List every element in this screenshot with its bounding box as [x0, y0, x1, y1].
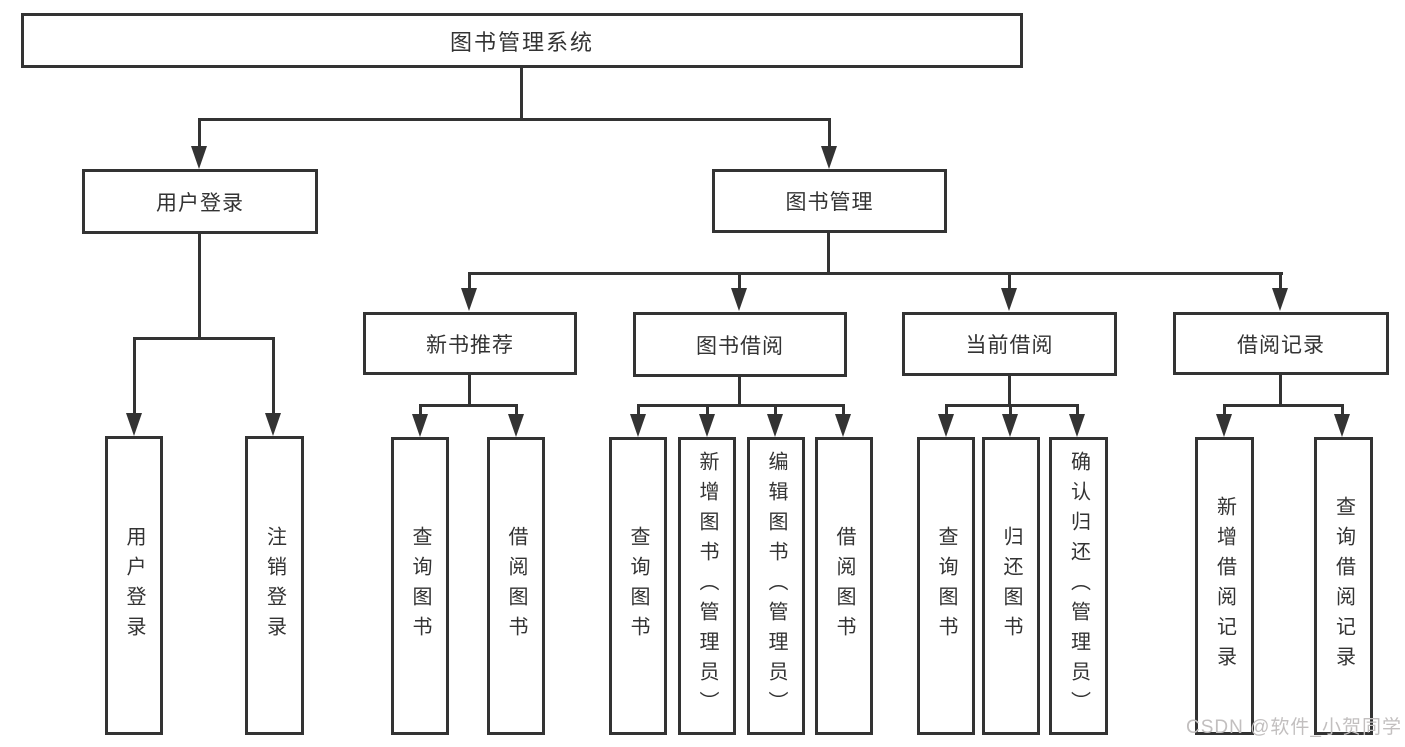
connector-line: [945, 404, 1079, 407]
connector-line: [133, 337, 136, 415]
connector-line: [738, 374, 741, 407]
node-root-library-system: 图书管理系统: [21, 13, 1023, 68]
connector-line: [842, 404, 845, 417]
connector-line: [827, 232, 830, 275]
connector-line: [774, 404, 777, 417]
leaf-query-books-2: 查询图书: [609, 437, 667, 735]
arrowhead-down-icon: [699, 414, 715, 437]
connector-line: [1223, 404, 1226, 417]
arrowhead-down-icon: [1334, 414, 1350, 437]
leaf-query-books-1: 查询图书: [391, 437, 449, 735]
arrowhead-down-icon: [1216, 414, 1232, 437]
arrowhead-down-icon: [126, 413, 142, 436]
connector-line: [198, 118, 201, 148]
leaf-borrow-books-2: 借阅图书: [815, 437, 873, 735]
leaf-add-borrow-record: 新增借阅记录: [1195, 437, 1254, 735]
connector-line: [1076, 404, 1079, 417]
connector-line: [1223, 404, 1344, 407]
connector-line: [637, 404, 845, 407]
connector-line: [419, 404, 422, 417]
leaf-return-book: 归还图书: [982, 437, 1040, 735]
arrowhead-down-icon: [1272, 288, 1288, 311]
arrowhead-down-icon: [767, 414, 783, 437]
connector-line: [198, 118, 831, 121]
arrowhead-down-icon: [461, 288, 477, 311]
arrowhead-down-icon: [938, 414, 954, 437]
arrowhead-down-icon: [821, 146, 837, 169]
node-new-book-recommend: 新书推荐: [363, 312, 577, 375]
connector-line: [945, 404, 948, 417]
node-book-borrow: 图书借阅: [633, 312, 847, 377]
node-book-management: 图书管理: [712, 169, 947, 233]
arrowhead-down-icon: [191, 146, 207, 169]
leaf-add-book-admin: 新增图书（管理员）: [678, 437, 736, 735]
connector-line: [1009, 404, 1012, 417]
arrowhead-down-icon: [412, 414, 428, 437]
connector-line: [468, 272, 471, 291]
leaf-borrow-books-1: 借阅图书: [487, 437, 545, 735]
connector-line: [828, 118, 831, 148]
connector-line: [520, 67, 523, 120]
connector-line: [1341, 404, 1344, 417]
node-current-borrow: 当前借阅: [902, 312, 1117, 376]
connector-line: [706, 404, 709, 417]
connector-line: [1008, 272, 1011, 291]
connector-line: [419, 404, 518, 407]
arrowhead-down-icon: [1069, 414, 1085, 437]
connector-line: [637, 404, 640, 417]
leaf-query-books-3: 查询图书: [917, 437, 975, 735]
arrowhead-down-icon: [1002, 414, 1018, 437]
leaf-edit-book-admin: 编辑图书（管理员）: [747, 437, 805, 735]
arrowhead-down-icon: [630, 414, 646, 437]
arrowhead-down-icon: [731, 288, 747, 311]
leaf-confirm-return-admin: 确认归还（管理员）: [1049, 437, 1108, 735]
leaf-query-borrow-record: 查询借阅记录: [1314, 437, 1373, 735]
connector-line: [1279, 272, 1282, 291]
connector-line: [738, 272, 741, 291]
connector-line: [1008, 375, 1011, 407]
connector-line: [468, 374, 471, 407]
connector-line: [198, 233, 201, 340]
leaf-logout: 注销登录: [245, 436, 304, 735]
connector-line: [1279, 374, 1282, 407]
node-user-login: 用户登录: [82, 169, 318, 234]
connector-line: [133, 337, 275, 340]
leaf-user-login: 用户登录: [105, 436, 163, 735]
connector-line: [469, 272, 1283, 275]
csdn-watermark: CSDN @软件_小贺同学: [1186, 717, 1402, 738]
arrowhead-down-icon: [835, 414, 851, 437]
arrowhead-down-icon: [265, 413, 281, 436]
node-borrow-records: 借阅记录: [1173, 312, 1389, 375]
connector-line: [272, 337, 275, 415]
arrowhead-down-icon: [1001, 288, 1017, 311]
connector-line: [515, 404, 518, 417]
arrowhead-down-icon: [508, 414, 524, 437]
